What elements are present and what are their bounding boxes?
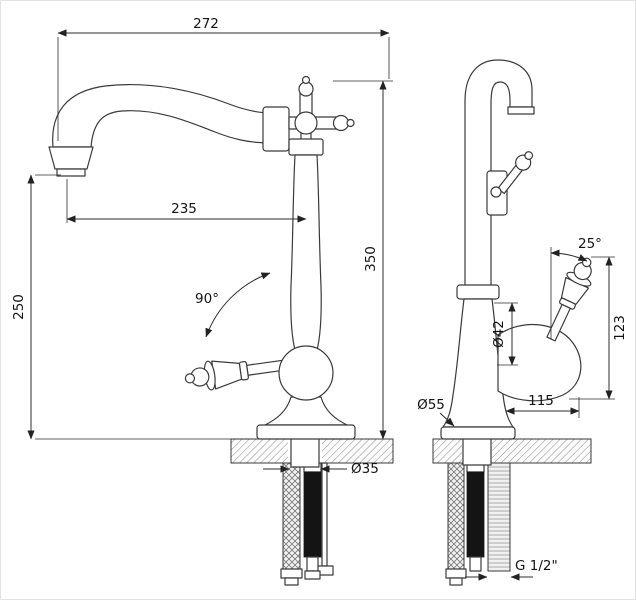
dim-overall-height: 350 <box>333 80 393 440</box>
aerator-ring <box>56 168 86 177</box>
lever-tip <box>184 373 196 384</box>
braided-hose <box>447 462 465 572</box>
swan-neck-spout <box>52 83 272 148</box>
cartridge-housing <box>497 323 582 402</box>
hose-tip <box>284 577 299 586</box>
dim-thread-size: G 1/2" <box>465 558 558 581</box>
dim-250-label: 250 <box>11 294 27 320</box>
dim-hole-diameter: Ø35 <box>263 461 379 477</box>
side-view <box>432 59 592 586</box>
dim-350-label: 350 <box>363 246 379 272</box>
dim-spout-reach: 235 <box>66 179 307 223</box>
dim-o42-label: Ø42 <box>491 320 507 348</box>
dim-25deg-label: 25° <box>578 236 602 252</box>
faucet-column <box>290 154 322 358</box>
lever-handle-side <box>546 257 592 342</box>
hose-tip <box>449 577 463 586</box>
base-flange <box>256 424 356 440</box>
front-view <box>48 75 394 586</box>
hose-fitting <box>280 568 303 579</box>
dim-90deg-label: 90° <box>195 291 219 307</box>
lever-handle-front <box>184 359 287 391</box>
spout-tip-ring <box>507 106 535 115</box>
column-collar <box>288 138 324 156</box>
valve-hub <box>278 345 334 401</box>
black-hose <box>303 471 322 558</box>
supply-hoses-side <box>445 462 511 586</box>
dim-overall-reach: 272 <box>57 16 390 141</box>
base-flange <box>440 426 516 440</box>
countertop-hatch <box>432 438 592 464</box>
spout-junction-collar <box>262 106 290 152</box>
lever-grip <box>560 276 590 305</box>
hose-fitting <box>445 568 467 579</box>
joint-collar <box>456 284 500 300</box>
cross-handle-front <box>288 75 355 142</box>
spout-front <box>48 83 272 177</box>
threaded-tailpiece <box>487 462 511 572</box>
hose-fitting <box>469 556 482 572</box>
lever-grip <box>211 360 243 390</box>
handle-hub <box>294 111 318 135</box>
mounting-stud <box>321 462 328 567</box>
dim-115-label: 115 <box>528 393 554 409</box>
spout-outlet <box>48 146 94 170</box>
handle-tip <box>346 118 355 128</box>
supply-hoses-front <box>280 462 334 586</box>
countertop-section-side <box>432 438 592 464</box>
angle-arc <box>205 272 271 338</box>
dim-depth: 115 <box>505 393 580 418</box>
dim-235-label: 235 <box>171 201 197 217</box>
hose-tip <box>304 570 321 580</box>
leader-line <box>439 412 455 427</box>
black-hose <box>466 471 485 558</box>
dim-g12-label: G 1/2" <box>515 558 558 574</box>
dim-o35-label: Ø35 <box>351 461 379 477</box>
dim-lever-length: 123 <box>569 256 628 400</box>
dim-272-label: 272 <box>193 16 219 32</box>
dim-body-diameter: Ø42 <box>491 302 518 366</box>
handle-ball <box>332 114 350 132</box>
cross-handle-side <box>486 151 534 216</box>
handle-tip <box>301 75 311 85</box>
dim-swivel-angle: 90° <box>195 272 271 338</box>
base-bell <box>264 396 348 426</box>
dim-base-diameter: Ø55 <box>417 397 455 427</box>
dim-123-label: 123 <box>612 315 628 341</box>
dim-lever-angle: 25° <box>550 236 602 339</box>
hose-fitting <box>306 556 319 572</box>
dim-spout-height: 250 <box>11 174 255 440</box>
dim-o55-label: Ø55 <box>417 397 445 413</box>
handle-hub <box>490 186 502 198</box>
braided-hose <box>282 462 301 570</box>
handle-tip <box>524 151 534 160</box>
angle-arc <box>550 249 588 262</box>
